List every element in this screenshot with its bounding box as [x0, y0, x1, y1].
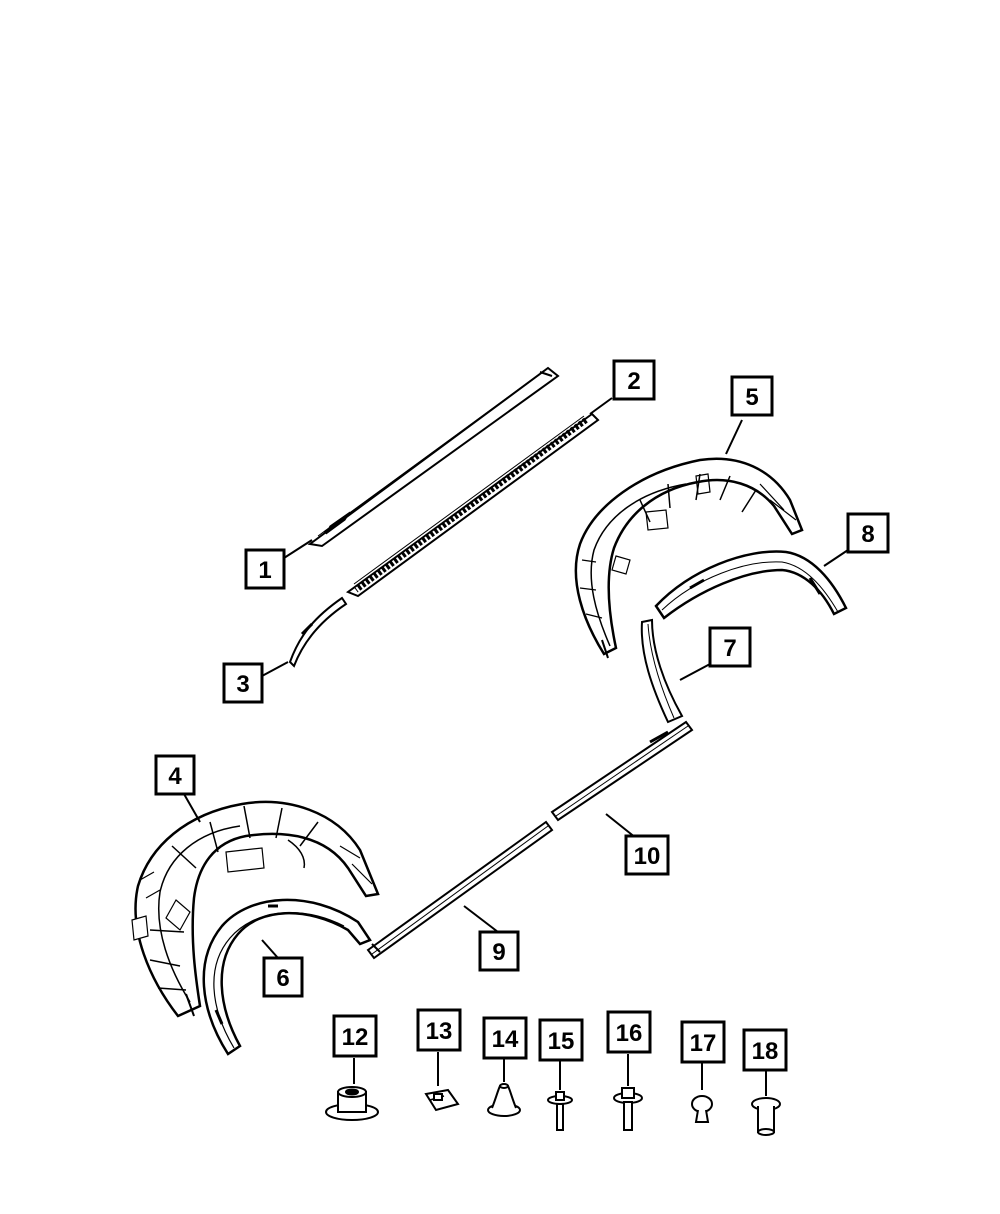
part-8-rear-wheel-flare [654, 550, 848, 620]
part-2-serrated-molding [345, 412, 600, 598]
leader-lines [183, 397, 849, 1096]
callout-13: 13 [416, 1008, 462, 1052]
part-5-rear-wheelhouse-liner [574, 457, 804, 659]
part-16-bolt [613, 1087, 643, 1131]
callout-17: 17 [680, 1020, 726, 1064]
callout-8: 8 [846, 512, 890, 554]
callout-label: 14 [492, 1026, 519, 1053]
callout-2: 2 [612, 359, 656, 401]
callout-10: 10 [624, 834, 670, 876]
callout-12: 12 [332, 1014, 378, 1058]
part-15-bolt [547, 1091, 573, 1131]
callout-label: 3 [236, 671, 249, 698]
part-9-sill-molding [366, 820, 554, 960]
part-12-flange-nut [325, 1086, 379, 1121]
callout-label: 18 [752, 1038, 779, 1065]
callout-label: 12 [342, 1024, 369, 1051]
callout-1: 1 [244, 548, 286, 590]
callout-16: 16 [606, 1010, 652, 1054]
callout-18: 18 [742, 1028, 788, 1072]
part-13-clip-nut [424, 1088, 460, 1112]
callout-7: 7 [708, 626, 752, 668]
callout-5: 5 [730, 375, 774, 417]
callout-label: 9 [492, 939, 505, 966]
callout-6: 6 [262, 956, 304, 998]
part-14-grommet [487, 1083, 521, 1117]
callout-4: 4 [154, 754, 196, 796]
callout-label: 2 [627, 368, 640, 395]
part-18-spacer [751, 1097, 781, 1136]
callout-label: 13 [426, 1018, 453, 1045]
callout-3: 3 [222, 662, 264, 704]
callout-label: 16 [616, 1020, 643, 1047]
part-10-sill-molding [550, 720, 694, 822]
callout-9: 9 [478, 930, 520, 972]
part-7-vertical-trim [640, 618, 684, 724]
part-6-front-wheel-flare [202, 898, 372, 1056]
callout-label: 7 [723, 635, 736, 662]
callout-label: 4 [168, 763, 182, 790]
callout-label: 10 [634, 843, 661, 870]
callout-label: 15 [548, 1028, 575, 1055]
part-1-roof-molding [307, 366, 560, 548]
callout-15: 15 [538, 1018, 584, 1062]
callout-label: 1 [258, 557, 271, 584]
part-4-front-wheelhouse-liner [131, 800, 380, 1018]
callout-label: 6 [276, 965, 289, 992]
part-3-curved-trim [288, 596, 348, 668]
callout-label: 17 [690, 1030, 717, 1057]
part-17-push-pin [691, 1095, 713, 1123]
callout-14: 14 [482, 1016, 528, 1060]
callout-label: 5 [745, 384, 758, 411]
callout-label: 8 [861, 521, 874, 548]
